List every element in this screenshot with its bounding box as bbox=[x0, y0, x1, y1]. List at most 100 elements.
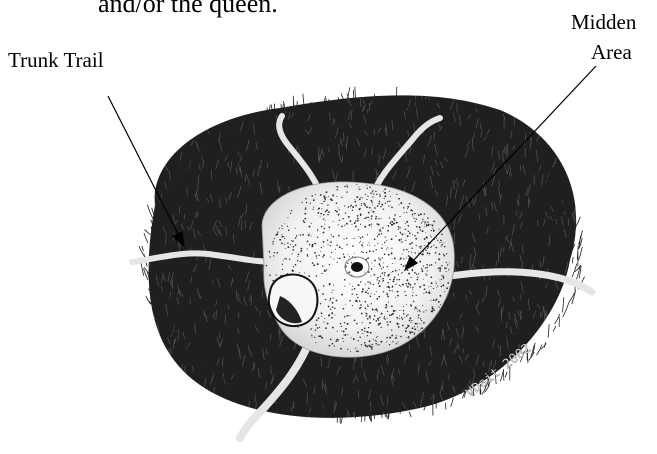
stipple-dot bbox=[343, 256, 345, 258]
stipple-dot bbox=[398, 198, 400, 200]
stipple-dot bbox=[414, 235, 416, 237]
grass-blade bbox=[512, 386, 513, 397]
stipple-dot bbox=[324, 197, 326, 199]
stipple-dot bbox=[347, 254, 348, 255]
stipple-dot bbox=[355, 222, 356, 223]
stipple-dot bbox=[387, 201, 388, 202]
grass-blade bbox=[205, 108, 208, 112]
stipple-dot bbox=[441, 240, 442, 241]
grass-blade bbox=[233, 406, 234, 415]
stipple-dot bbox=[411, 252, 412, 253]
stipple-dot bbox=[344, 186, 345, 187]
stipple-dot bbox=[424, 238, 426, 240]
stipple-dot bbox=[311, 223, 312, 224]
stipple-dot bbox=[364, 342, 366, 344]
stipple-dot bbox=[360, 281, 361, 282]
stipple-dot bbox=[444, 291, 445, 292]
grass-blade bbox=[487, 399, 489, 407]
stipple-dot bbox=[438, 229, 439, 230]
stipple-dot bbox=[309, 226, 311, 228]
grass-blade bbox=[582, 156, 585, 162]
stipple-dot bbox=[352, 293, 353, 294]
stipple-dot bbox=[402, 272, 403, 273]
stipple-dot bbox=[419, 286, 421, 288]
midden-label-line1: Midden bbox=[571, 12, 636, 33]
stipple-dot bbox=[287, 226, 288, 227]
stipple-dot bbox=[378, 257, 379, 258]
stipple-dot bbox=[401, 264, 402, 265]
grass-blade bbox=[400, 414, 403, 419]
stipple-dot bbox=[369, 245, 370, 246]
stipple-dot bbox=[353, 338, 355, 340]
stipple-dot bbox=[295, 237, 296, 238]
grass-blade bbox=[540, 131, 542, 137]
stipple-dot bbox=[399, 216, 400, 217]
stipple-dot bbox=[382, 244, 383, 245]
stipple-dot bbox=[378, 296, 380, 298]
stipple-dot bbox=[282, 228, 283, 229]
grass-blade bbox=[188, 121, 189, 131]
stipple-dot bbox=[350, 206, 351, 207]
stipple-dot bbox=[427, 248, 428, 249]
stipple-dot bbox=[363, 203, 365, 205]
stipple-dot bbox=[359, 337, 361, 339]
stipple-dot bbox=[390, 222, 392, 224]
stipple-dot bbox=[348, 206, 349, 207]
stipple-dot bbox=[273, 255, 274, 256]
stipple-dot bbox=[295, 244, 297, 246]
stipple-dot bbox=[424, 213, 425, 214]
stipple-dot bbox=[375, 218, 377, 220]
stipple-dot bbox=[392, 285, 393, 286]
grass-blade bbox=[159, 162, 163, 170]
grass-blade bbox=[536, 368, 538, 375]
stipple-dot bbox=[412, 327, 414, 329]
stipple-dot bbox=[307, 255, 309, 257]
stipple-dot bbox=[439, 270, 441, 272]
stipple-dot bbox=[401, 241, 403, 243]
stipple-dot bbox=[314, 252, 316, 254]
stipple-dot bbox=[338, 235, 340, 237]
stipple-dot bbox=[415, 323, 417, 325]
grass-blade bbox=[586, 159, 589, 168]
stipple-dot bbox=[402, 325, 404, 327]
grass-blade bbox=[539, 378, 542, 389]
stipple-dot bbox=[322, 256, 323, 257]
stipple-dot bbox=[385, 236, 386, 237]
grass-blade bbox=[583, 355, 584, 360]
stipple-dot bbox=[407, 208, 408, 209]
stipple-dot bbox=[330, 308, 331, 309]
stipple-dot bbox=[367, 304, 368, 305]
stipple-dot bbox=[400, 286, 401, 287]
stipple-dot bbox=[426, 264, 428, 266]
stipple-dot bbox=[438, 258, 440, 260]
stipple-dot bbox=[346, 191, 347, 192]
stipple-dot bbox=[355, 226, 357, 228]
stipple-dot bbox=[420, 323, 421, 324]
grass-blade bbox=[489, 403, 490, 413]
stipple-dot bbox=[387, 230, 389, 232]
stipple-dot bbox=[414, 309, 415, 310]
stipple-dot bbox=[302, 234, 304, 236]
stipple-dot bbox=[352, 245, 354, 247]
grass-blade bbox=[200, 127, 201, 134]
stipple-dot bbox=[284, 238, 285, 239]
stipple-dot bbox=[287, 243, 288, 244]
stipple-dot bbox=[366, 199, 367, 200]
stipple-dot bbox=[416, 323, 417, 324]
stipple-dot bbox=[379, 229, 381, 231]
grass-fringe-blade bbox=[548, 324, 549, 337]
stipple-dot bbox=[304, 218, 306, 220]
stipple-dot bbox=[405, 265, 406, 266]
stipple-dot bbox=[389, 314, 391, 316]
grass-blade bbox=[572, 305, 574, 315]
stipple-dot bbox=[396, 335, 397, 336]
stipple-dot bbox=[357, 297, 358, 298]
stipple-dot bbox=[435, 247, 437, 249]
stipple-dot bbox=[383, 267, 384, 268]
stipple-dot bbox=[365, 217, 367, 219]
stipple-dot bbox=[332, 302, 334, 304]
grass-blade bbox=[555, 85, 557, 95]
stipple-dot bbox=[354, 201, 356, 203]
stipple-dot bbox=[379, 230, 380, 231]
stipple-dot bbox=[441, 244, 443, 246]
